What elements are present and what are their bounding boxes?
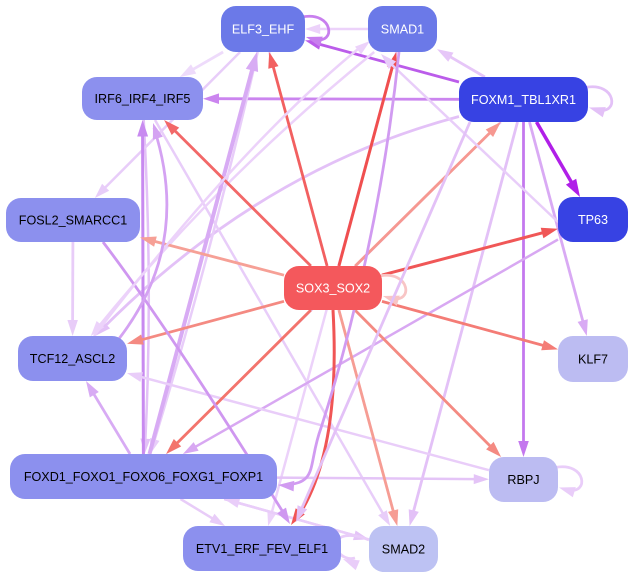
svg-text:IRF6_IRF4_IRF5: IRF6_IRF4_IRF5 <box>95 92 191 106</box>
svg-text:ELF3_EHF: ELF3_EHF <box>232 23 295 37</box>
svg-text:RBPJ: RBPJ <box>507 473 539 487</box>
svg-text:SMAD2: SMAD2 <box>382 543 425 557</box>
svg-text:FOXM1_TBL1XR1: FOXM1_TBL1XR1 <box>471 93 576 107</box>
svg-text:ETV1_ERF_FEV_ELF1: ETV1_ERF_FEV_ELF1 <box>196 542 328 556</box>
svg-text:SMAD1: SMAD1 <box>381 23 424 37</box>
svg-text:TP63: TP63 <box>578 213 608 227</box>
svg-text:KLF7: KLF7 <box>578 353 608 367</box>
svg-text:SOX3_SOX2: SOX3_SOX2 <box>296 282 370 296</box>
svg-text:FOSL2_SMARCC1: FOSL2_SMARCC1 <box>19 214 127 228</box>
svg-text:TCF12_ASCL2: TCF12_ASCL2 <box>30 352 115 366</box>
svg-text:FOXD1_FOXO1_FOXO6_FOXG1_FOXP1: FOXD1_FOXO1_FOXO6_FOXG1_FOXP1 <box>24 470 263 484</box>
